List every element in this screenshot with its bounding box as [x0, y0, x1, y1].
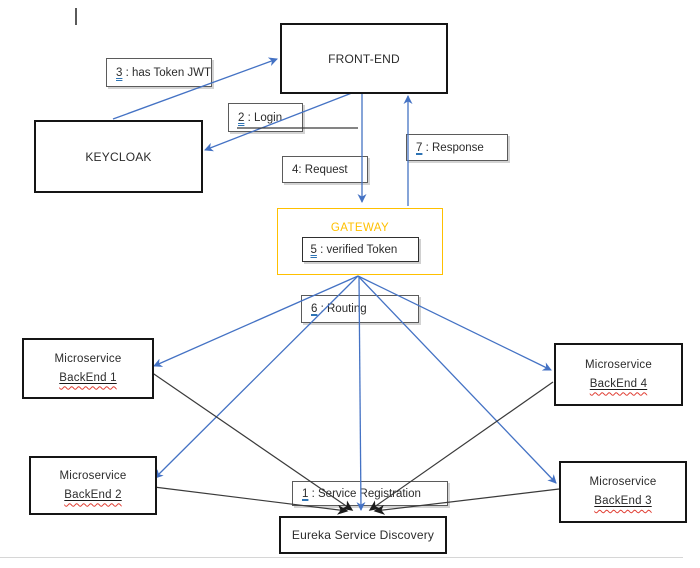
label-step3-has-token-jwt[interactable]: 3 : has Token JWT	[106, 58, 212, 87]
ms1-line1: Microservice	[54, 352, 122, 365]
ms2-line2: BackEnd 2	[64, 488, 122, 501]
text-cursor	[75, 8, 77, 25]
keycloak-title: KEYCLOAK	[85, 149, 152, 164]
eureka-title: Eureka Service Discovery	[291, 528, 435, 542]
node-eureka-service-discovery[interactable]: Eureka Service Discovery	[279, 516, 447, 554]
label-step4-request[interactable]: 4: Request	[282, 156, 368, 183]
step7-number: 7	[416, 141, 423, 154]
node-keycloak[interactable]: KEYCLOAK	[34, 120, 203, 193]
step4-text: Request	[304, 163, 348, 176]
ms3-line1: Microservice	[589, 476, 657, 488]
ms1-line2: BackEnd 1	[59, 371, 117, 384]
step5-number: 5	[310, 243, 317, 256]
node-frontend[interactable]: FRONT-END	[280, 23, 448, 94]
label-step1-service-registration[interactable]: 1 : Service Registration	[292, 481, 448, 506]
step1-text: Service Registration	[318, 487, 421, 500]
step7-text: Response	[432, 141, 484, 154]
node-microservice-backend-1[interactable]: Microservice BackEnd 1	[22, 338, 154, 399]
frontend-title: FRONT-END	[328, 51, 400, 66]
node-microservice-backend-2[interactable]: Microservice BackEnd 2	[29, 456, 157, 515]
ms4-line2: BackEnd 4	[589, 377, 648, 390]
step2-text: Login	[254, 111, 283, 124]
label-step5-verified-token[interactable]: 5 : verified Token	[301, 237, 419, 262]
node-gateway[interactable]: GATEWAY 5 : verified Token	[277, 208, 443, 275]
ms4-line1: Microservice	[585, 358, 652, 371]
step6-text: Routing	[327, 303, 367, 315]
step3-text: has Token JWT	[132, 66, 212, 79]
gateway-title: GATEWAY	[330, 222, 390, 234]
node-microservice-backend-4[interactable]: Microservice BackEnd 4	[554, 343, 683, 406]
node-microservice-backend-3[interactable]: Microservice BackEnd 3	[559, 461, 687, 523]
step4-number: 4	[292, 163, 299, 176]
ms3-line2: BackEnd 3	[594, 495, 652, 507]
ms2-line1: Microservice	[59, 469, 127, 482]
label-step6-routing[interactable]: 6 : Routing	[301, 295, 419, 323]
label-step2-login[interactable]: 2 : Login	[228, 103, 303, 132]
edge-gateway-to-ms4-routing	[357, 275, 552, 371]
label-step7-response[interactable]: 7 : Response	[406, 134, 508, 161]
step5-text: verified Token	[326, 243, 398, 256]
page-bottom-rule	[0, 557, 683, 558]
